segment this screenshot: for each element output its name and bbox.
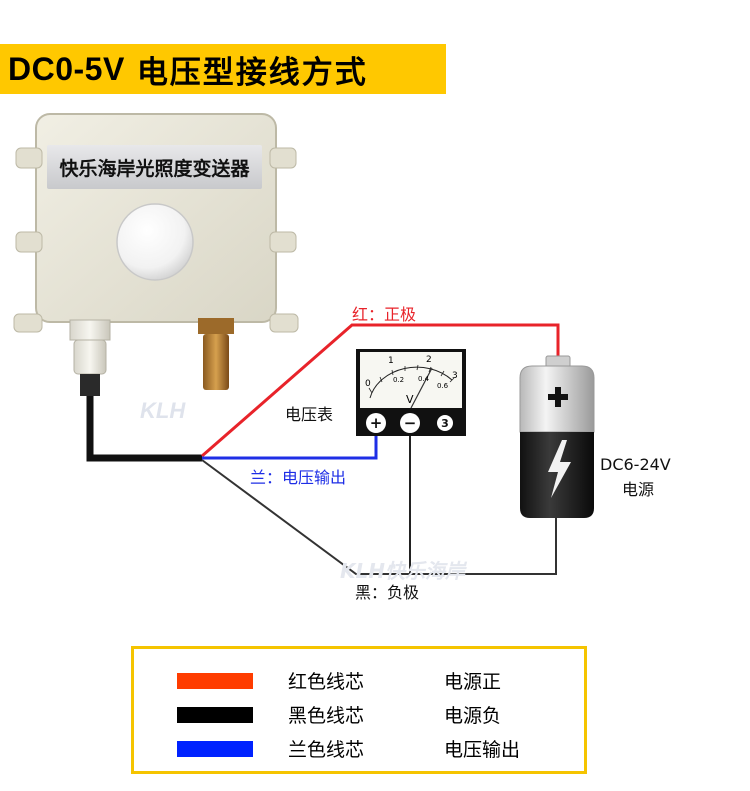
title-voltage-range: DC0-5V bbox=[8, 50, 125, 87]
watermark-1: KLH bbox=[140, 398, 186, 423]
svg-text:3: 3 bbox=[441, 417, 449, 430]
meter-tick-2: 2 bbox=[426, 355, 432, 365]
voltmeter: 0 1 2 3 0.2 0.4 0.6 V + − 3 bbox=[356, 349, 466, 436]
meter-terminal-plus bbox=[366, 413, 386, 433]
voltmeter-face bbox=[360, 352, 462, 408]
meter-terminal-minus bbox=[400, 413, 420, 433]
legend-row-black: 黑色线芯 电源负 bbox=[134, 699, 584, 729]
legend-swatch-red bbox=[177, 673, 253, 689]
device-name-label: 快乐海岸光照度变送器 bbox=[47, 145, 262, 189]
lightning-icon bbox=[548, 440, 571, 498]
meter-name-label: 电压表 bbox=[285, 405, 334, 424]
svg-text:−: − bbox=[404, 414, 417, 432]
black-wire bbox=[201, 459, 557, 575]
power-voltage-label: DC6-24V bbox=[600, 455, 671, 474]
power-name-label: 电源 bbox=[622, 480, 655, 499]
legend-function-red: 电源正 bbox=[444, 671, 502, 693]
svg-text:+: + bbox=[370, 414, 383, 432]
meter-subtick-1: 0.2 bbox=[393, 376, 404, 384]
black-wire-label: 黑：负极 bbox=[355, 583, 420, 602]
legend-swatch-blue bbox=[177, 741, 253, 757]
legend-function-blue: 电压输出 bbox=[444, 739, 521, 761]
meter-tick-1: 1 bbox=[388, 356, 394, 366]
legend-row-red: 红色线芯 电源正 bbox=[134, 665, 584, 695]
title-banner: DC0-5V 电压型接线方式 bbox=[0, 44, 446, 94]
light-sensor-dome bbox=[116, 203, 194, 281]
legend-row-blue: 兰色线芯 电压输出 bbox=[134, 733, 584, 763]
battery bbox=[519, 355, 595, 518]
legend-function-black: 电源负 bbox=[444, 705, 502, 727]
red-wire-label: 红：正极 bbox=[352, 305, 417, 324]
meter-needle bbox=[410, 367, 433, 409]
battery-plus-icon bbox=[548, 387, 568, 407]
red-wire bbox=[201, 323, 560, 458]
meter-terminal-3 bbox=[437, 415, 453, 431]
device-cable bbox=[86, 396, 202, 462]
legend-name-blue: 兰色线芯 bbox=[288, 739, 365, 761]
meter-tick-3: 3 bbox=[452, 371, 458, 381]
watermark-2: KLH快乐海岸 bbox=[340, 559, 468, 583]
blue-wire bbox=[202, 432, 378, 460]
blue-wire-label: 兰：电压输出 bbox=[250, 468, 347, 487]
meter-subtick-3: 0.6 bbox=[437, 382, 449, 390]
legend-name-red: 红色线芯 bbox=[288, 671, 365, 693]
meter-unit: V bbox=[406, 393, 414, 406]
legend-swatch-black bbox=[177, 707, 253, 723]
meter-subtick-2: 0.4 bbox=[418, 375, 430, 383]
legend-name-black: 黑色线芯 bbox=[288, 705, 365, 727]
wire-color-legend: 红色线芯 电源正 黑色线芯 电源负 兰色线芯 电压输出 bbox=[131, 646, 587, 774]
meter-tick-0: 0 bbox=[365, 379, 371, 389]
title-wiring-method: 电压型接线方式 bbox=[136, 54, 368, 91]
